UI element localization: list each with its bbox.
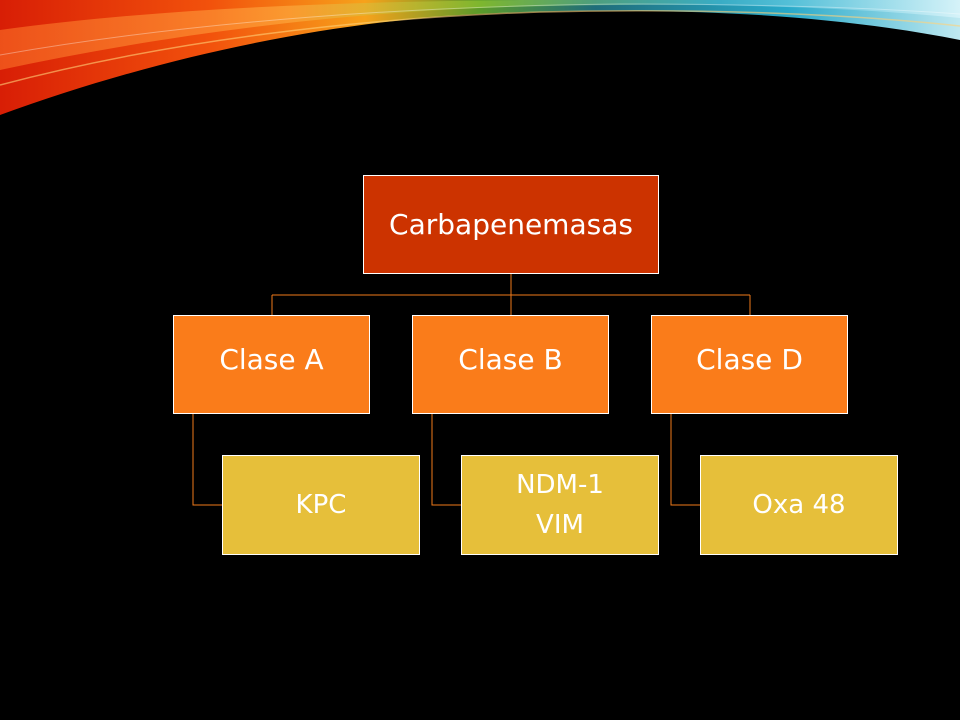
oxa-48-node: Oxa 48	[700, 455, 898, 555]
ndm-1-label: NDM-1	[516, 469, 604, 500]
vim-label: VIM	[536, 510, 584, 540]
swoosh-stroke	[0, 10, 960, 86]
root-node-label: Carbapenemasas	[389, 208, 633, 241]
class-d-node: Clase D	[651, 315, 848, 414]
class-b-node: Clase B	[412, 315, 609, 414]
class-a-node: Clase A	[173, 315, 370, 414]
class-b-label: Clase B	[458, 343, 563, 376]
kpc-node: KPC	[222, 455, 420, 555]
connector-class-d-oxa	[670, 414, 700, 506]
class-a-label: Clase A	[219, 343, 324, 376]
connector-class-b-ndm	[431, 414, 461, 506]
class-d-label: Clase D	[696, 343, 803, 376]
swoosh-stroke-2	[0, 3, 960, 56]
swoosh-band-light	[0, 0, 960, 70]
kpc-label: KPC	[295, 489, 347, 520]
oxa-48-label: Oxa 48	[752, 489, 846, 520]
ndm-vim-node: NDM-1 VIM	[461, 455, 659, 555]
root-node: Carbapenemasas	[363, 175, 659, 274]
connector-class-a-kpc	[192, 414, 222, 506]
decorative-swoosh	[0, 0, 960, 115]
